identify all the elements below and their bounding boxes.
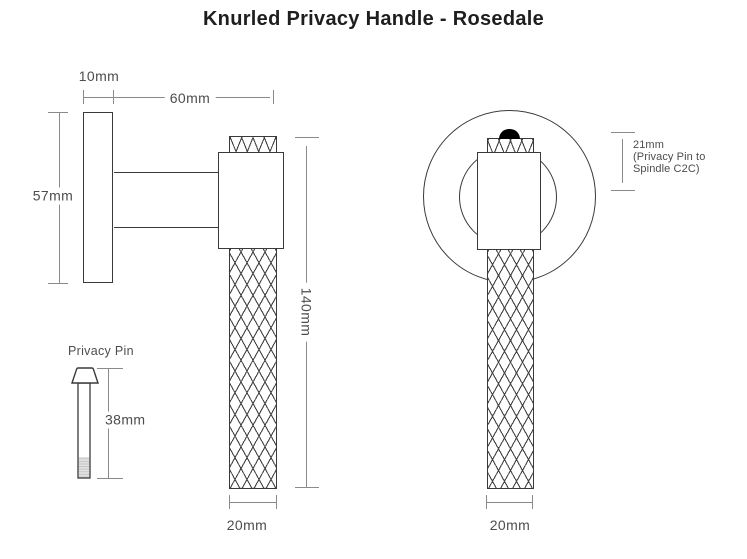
dim-tick [295, 137, 319, 138]
dim-tick [611, 132, 635, 133]
side-lever [229, 249, 277, 489]
dim-plate-thickness-label: 10mm [78, 68, 120, 84]
dim-pin-length-label: 38mm [100, 411, 151, 429]
side-knurl-cap [229, 136, 277, 153]
dim-tick [48, 283, 68, 284]
drawing-title: Knurled Privacy Handle - Rosedale [202, 8, 545, 30]
dim-tick [113, 90, 114, 104]
dim-tick [83, 90, 84, 104]
pin-thread [78, 457, 90, 478]
dim-tick [532, 495, 533, 509]
front-hub [477, 152, 541, 250]
dim-line [622, 139, 623, 183]
side-hub [218, 152, 284, 249]
dim-pin-to-spindle-line3: Spindle C2C) [633, 162, 700, 175]
side-neck [114, 172, 218, 228]
dim-tick [97, 368, 123, 369]
dim-projection-label: 60mm [164, 90, 216, 107]
dim-line [487, 502, 532, 503]
front-lever [487, 250, 534, 489]
dim-line [230, 502, 276, 503]
pin-head [71, 367, 99, 384]
dim-lever-width-label-front: 20mm [489, 517, 531, 533]
dim-line [84, 97, 113, 98]
dim-tick [611, 190, 635, 191]
dim-tick [486, 495, 487, 509]
dim-tick [229, 495, 230, 509]
side-rose-plate [83, 112, 113, 283]
dim-pin-to-spindle-line1: 21mm [633, 139, 664, 151]
dim-pin-to-spindle-label: 21mm (Privacy Pin to Spindle C2C) [633, 139, 706, 175]
dim-tick [295, 487, 319, 488]
privacy-pin-drawing [71, 367, 99, 479]
dim-tick [97, 478, 123, 479]
privacy-pin-label: Privacy Pin [68, 344, 134, 358]
dim-lever-width-label-side: 20mm [226, 517, 268, 533]
privacy-pin-indicator [499, 129, 520, 139]
dim-tick [276, 495, 277, 509]
dim-rose-diameter-label: 57mm [27, 187, 79, 205]
dim-pin-to-spindle-line2: (Privacy Pin to [633, 150, 706, 163]
dim-lever-length-label: 140mm [297, 282, 315, 342]
dim-tick [273, 90, 274, 104]
dim-tick [48, 112, 68, 113]
